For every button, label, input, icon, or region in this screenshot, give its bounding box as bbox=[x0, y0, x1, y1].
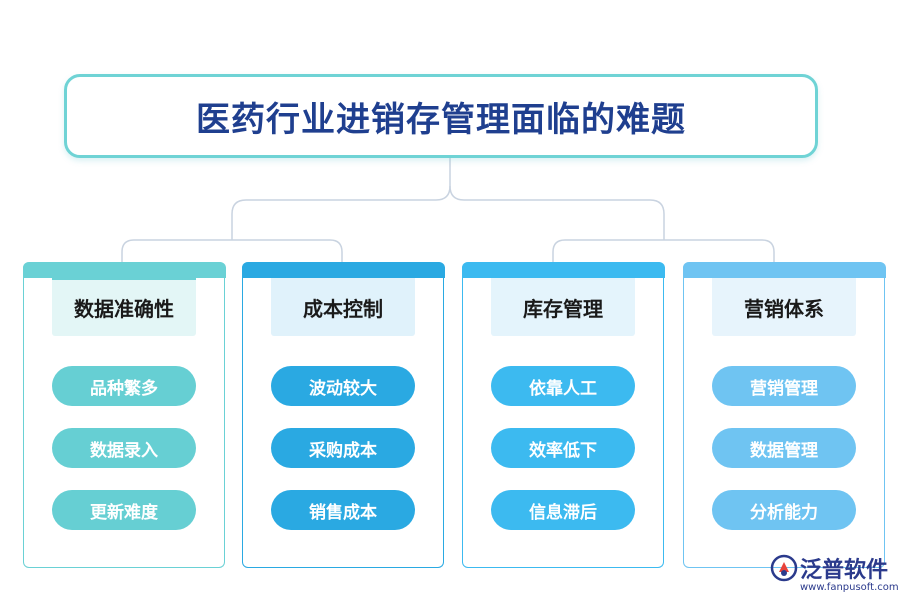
logo-url: www.fanpusoft.com bbox=[800, 582, 899, 593]
item-pill: 品种繁多 bbox=[52, 366, 196, 406]
item-pill: 信息滞后 bbox=[491, 490, 635, 530]
item-pill: 采购成本 bbox=[271, 428, 415, 468]
column-cost-control: 成本控制 波动较大 采购成本 销售成本 bbox=[241, 262, 445, 568]
logo-icon bbox=[770, 554, 798, 582]
item-pill: 数据录入 bbox=[52, 428, 196, 468]
column-header-band bbox=[682, 262, 886, 278]
diagram-title: 医药行业进销存管理面临的难题 bbox=[196, 99, 686, 140]
item-pill: 数据管理 bbox=[712, 428, 856, 468]
item-pill: 效率低下 bbox=[491, 428, 635, 468]
column-data-accuracy: 数据准确性 品种繁多 数据录入 更新难度 bbox=[22, 262, 226, 568]
column-header-band bbox=[461, 262, 665, 278]
item-pill: 销售成本 bbox=[271, 490, 415, 530]
item-pill: 营销管理 bbox=[712, 366, 856, 406]
column-header-band bbox=[22, 262, 226, 278]
column-title: 营销体系 bbox=[712, 278, 856, 336]
column-title: 库存管理 bbox=[491, 278, 635, 336]
item-pill: 波动较大 bbox=[271, 366, 415, 406]
column-header-band bbox=[241, 262, 445, 278]
item-pill: 分析能力 bbox=[712, 490, 856, 530]
column-marketing-system: 营销体系 营销管理 数据管理 分析能力 bbox=[682, 262, 886, 568]
brand-logo: 泛普软件 www.fanpusoft.com bbox=[770, 552, 899, 598]
logo-name: 泛普软件 bbox=[800, 558, 889, 583]
column-title: 数据准确性 bbox=[52, 278, 196, 336]
title-box: 医药行业进销存管理面临的难题 bbox=[64, 74, 818, 158]
column-inventory-management: 库存管理 依靠人工 效率低下 信息滞后 bbox=[461, 262, 665, 568]
item-pill: 依靠人工 bbox=[491, 366, 635, 406]
column-title: 成本控制 bbox=[271, 278, 415, 336]
item-pill: 更新难度 bbox=[52, 490, 196, 530]
